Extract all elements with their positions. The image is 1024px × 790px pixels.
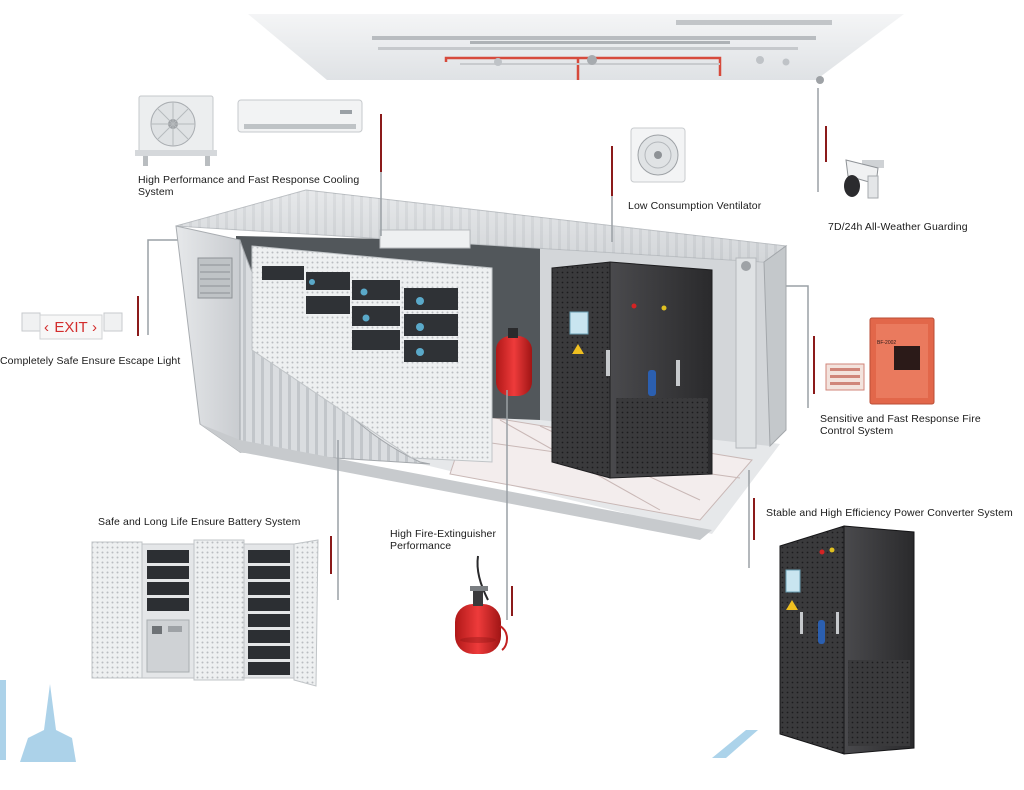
decorative-skyline-icon: [0, 680, 76, 762]
svg-text:‹: ‹: [44, 319, 49, 336]
exit-sign-text: EXIT: [54, 319, 87, 336]
fire-control-label: Sensitive and Fast Response Fire Control…: [820, 413, 981, 437]
power-converter-cabinet-icon: [779, 525, 915, 755]
fire-panel-model: BF-2002: [877, 340, 896, 346]
outdoor-ac-unit: [135, 95, 217, 166]
container-icon: [175, 189, 788, 540]
fire-extinguisher-icon: [455, 555, 508, 654]
escape-light-leader-line: [147, 239, 180, 335]
cooling-label: High Performance and Fast Response Cooli…: [138, 174, 360, 198]
power-converter-label: Stable and High Efficiency Power Convert…: [766, 507, 1013, 519]
indoor-ac-unit: [237, 99, 363, 133]
battery-rack-icon: [91, 539, 319, 687]
extinguisher-label: High Fire-Extinguisher Performance: [390, 528, 497, 552]
exit-sign-icon: EXIT ‹ ›: [21, 312, 123, 340]
cctv-camera-icon: [844, 159, 884, 199]
svg-text:›: ›: [92, 319, 97, 336]
escape-light-label: Completely Safe Ensure Escape Light: [0, 355, 181, 367]
fire-alarm-panel-icon: BF-2002: [825, 317, 935, 405]
battery-label: Safe and Long Life Ensure Battery System: [98, 516, 301, 528]
ventilator-fan-icon: [630, 127, 686, 183]
ceiling-pipes: [248, 14, 904, 84]
decorative-shape: [712, 730, 758, 758]
ventilator-label: Low Consumption Ventilator: [628, 200, 762, 212]
guarding-label: 7D/24h All-Weather Guarding: [828, 221, 968, 233]
